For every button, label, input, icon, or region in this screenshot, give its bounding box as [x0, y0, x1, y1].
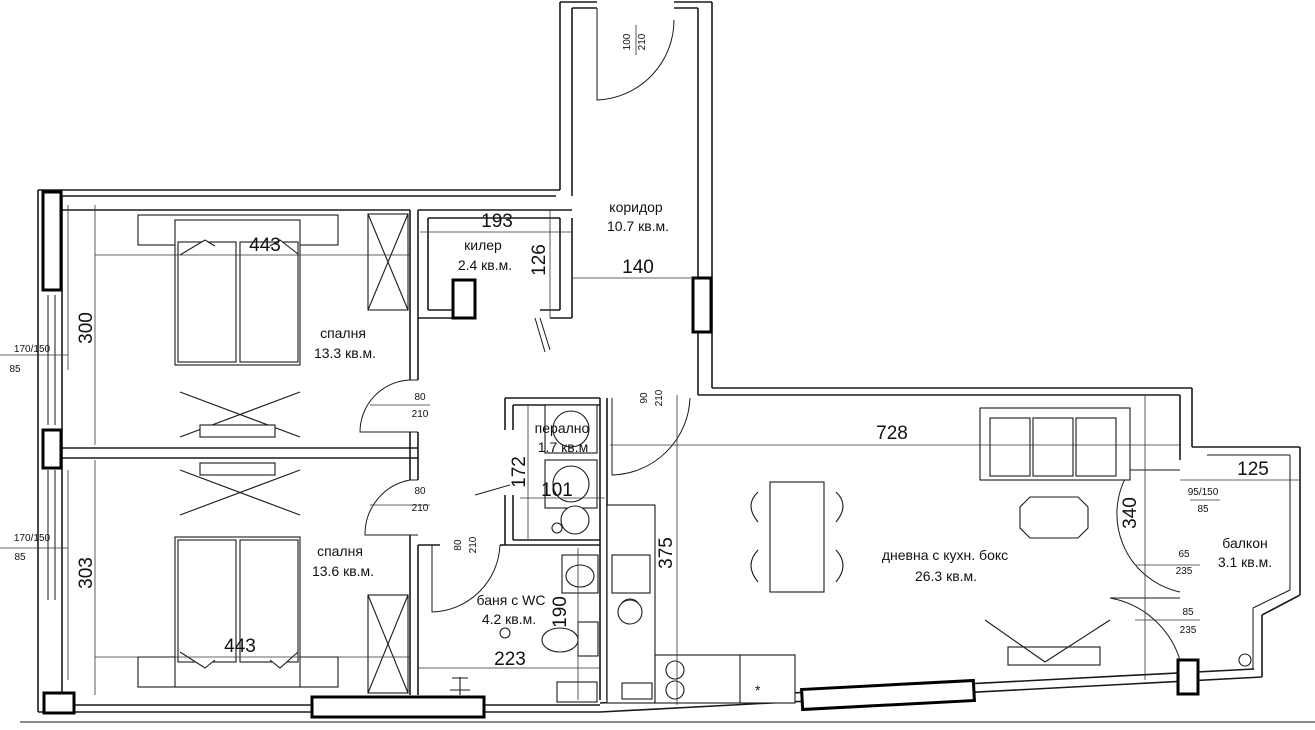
wardrobes	[367, 213, 409, 694]
bedroom1-door-swing	[359, 379, 418, 433]
room-area-living: 26.3 кв.м.	[915, 568, 977, 584]
balcony-door1-width: 65	[1178, 549, 1190, 560]
room-name-balcony: балкон	[1222, 535, 1267, 551]
west-windows	[47, 295, 56, 600]
dim-closet-width: 193	[481, 211, 513, 232]
bedroom2-door-swing	[364, 479, 418, 536]
balcony-window-width: 95/150	[1188, 487, 1219, 498]
bedroom2-bed	[137, 536, 339, 688]
balcony-door-swing-2	[1109, 597, 1181, 661]
dim-bath-width: 223	[494, 649, 526, 670]
dimension-labels: 193 126 140 443 300 443 303 172 101 190 …	[76, 211, 1269, 670]
entrance-height: 210	[637, 33, 648, 50]
room-name-bedroom1: спалня	[320, 325, 366, 341]
dim-laundry-height: 172	[509, 456, 530, 488]
room-name-closet: килер	[464, 237, 502, 253]
room-name-bedroom2: спалня	[317, 543, 363, 559]
bathroom-fixtures	[450, 554, 599, 703]
dining-table	[750, 481, 844, 593]
inner-walls	[62, 209, 608, 700]
dim-living-width: 728	[876, 423, 908, 444]
room-labels: коридор 10.7 кв.м. килер 2.4 кв.м. спалн…	[312, 199, 1272, 627]
svg-text:*: *	[755, 682, 761, 698]
dim-living-height: 375	[656, 537, 677, 569]
balcony-door2-width: 85	[1182, 607, 1194, 618]
window-b1-height: 85	[9, 364, 21, 375]
entrance-width: 100	[622, 33, 633, 50]
dim-bath-height: 190	[550, 596, 571, 628]
balcony-door-swing-1	[1116, 469, 1181, 593]
room-area-laundry: 1.7 кв.м	[538, 439, 588, 455]
laundry-machines	[544, 404, 598, 535]
bath-door-width: 80	[453, 539, 464, 551]
room-area-balcony: 3.1 кв.м.	[1218, 554, 1272, 570]
room-area-corridor: 10.7 кв.м.	[607, 218, 669, 234]
room-name-laundry: перално	[535, 420, 590, 436]
room-area-bedroom2: 13.6 кв.м.	[312, 563, 374, 579]
corridor-door-width: 90	[639, 392, 650, 404]
dim-closet-height: 126	[529, 244, 550, 276]
laundry-door	[474, 484, 511, 496]
balcony-window-height: 85	[1197, 504, 1209, 515]
dim-bedroom2-height: 303	[76, 557, 97, 589]
room-area-bathroom: 4.2 кв.м.	[482, 611, 536, 627]
room-name-living: дневна с кухн. бокс	[882, 547, 1008, 563]
dim-corridor-width: 140	[622, 257, 654, 278]
dim-living-height-right: 340	[1120, 497, 1141, 529]
dim-balcony-width: 125	[1237, 459, 1269, 480]
window-b1-width: 170/150	[14, 344, 51, 355]
floor-drain	[1238, 653, 1252, 667]
dimension-lines	[0, 25, 1300, 705]
bedroom2-door-height: 210	[412, 503, 429, 514]
bedroom1-door-height: 210	[412, 409, 429, 420]
sofa	[979, 407, 1131, 539]
corridor-door-height: 210	[654, 389, 665, 406]
room-area-closet: 2.4 кв.м.	[458, 257, 512, 273]
room-name-bathroom: баня с WC	[477, 592, 546, 608]
bedroom1-bed	[137, 214, 339, 366]
dim-bedroom1-height: 300	[76, 312, 97, 344]
closet-door	[534, 317, 551, 353]
dim-bedroom2-width: 443	[224, 636, 256, 657]
room-name-corridor: коридор	[609, 199, 663, 215]
room-area-bedroom1: 13.3 кв.м.	[314, 345, 376, 361]
bath-door-swing	[431, 544, 501, 613]
structural-columns	[41, 190, 1200, 719]
bath-door-height: 210	[468, 536, 479, 553]
doors	[359, 8, 1181, 661]
opening-labels: 100 210 90 210 80 210 80 210 80 210 170/…	[9, 33, 1218, 636]
bedroom2-door-width: 80	[414, 486, 426, 497]
balcony-door2-height: 235	[1180, 625, 1197, 636]
window-b2-height: 85	[14, 552, 26, 563]
dim-bedroom1-width: 443	[249, 235, 281, 256]
radiators	[179, 391, 1111, 666]
dim-laundry-width: 101	[541, 480, 573, 501]
bedroom1-door-width: 80	[414, 392, 426, 403]
window-b2-width: 170/150	[14, 533, 51, 544]
balcony-door1-height: 235	[1176, 566, 1193, 577]
entrance-door-swing	[596, 8, 675, 101]
corridor-door-swing	[611, 397, 691, 476]
kitchen: *	[606, 504, 796, 704]
